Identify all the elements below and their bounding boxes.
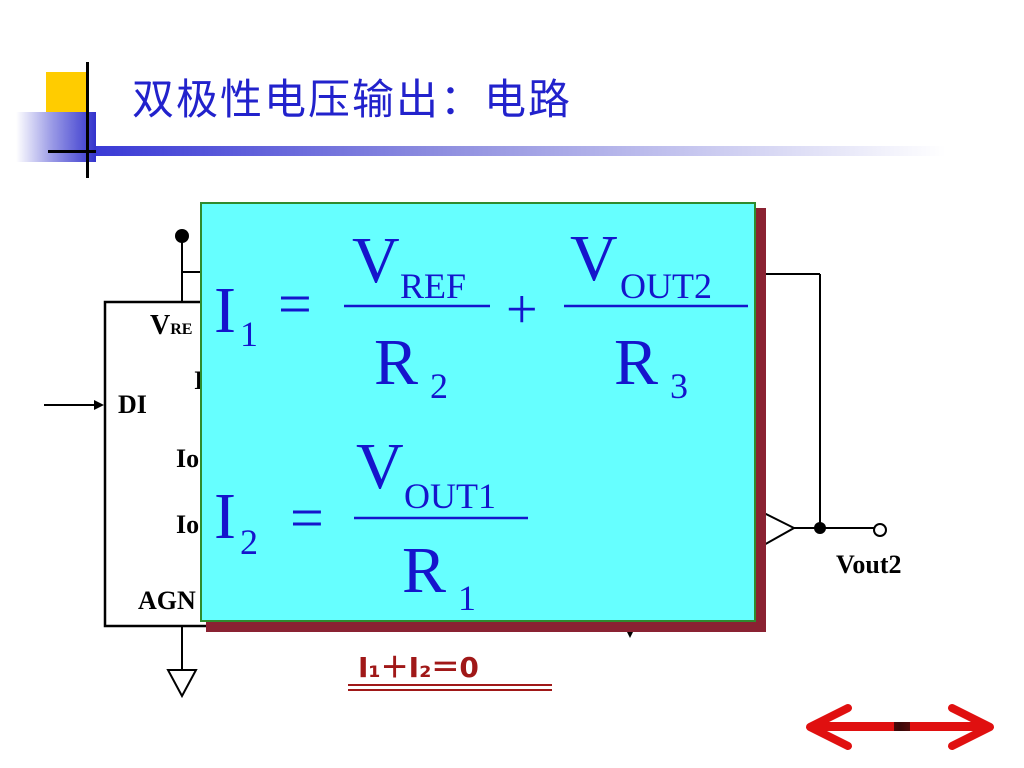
pin-agnd: AGN bbox=[138, 586, 196, 615]
pin-vref-main: V bbox=[150, 310, 171, 341]
slide-title: 双极性电压输出：电路 bbox=[132, 75, 573, 124]
pin-vref-sub: RE bbox=[170, 321, 193, 338]
eq1-plus: + bbox=[506, 279, 538, 341]
eq1-lhs-sub: 1 bbox=[240, 314, 258, 354]
nav-shaft bbox=[840, 722, 960, 731]
eq2-lhs-sub: 2 bbox=[240, 522, 258, 562]
eq1-term1-den-sub: 2 bbox=[430, 366, 448, 406]
eq2-den-main: R bbox=[402, 534, 446, 607]
output-node bbox=[814, 522, 826, 534]
sum-underline-1 bbox=[348, 684, 552, 686]
title-decoration-hline bbox=[48, 150, 108, 153]
current-sum-equation: I₁＋I₂＝0 bbox=[358, 651, 479, 684]
title-decoration-blue bbox=[16, 112, 96, 162]
pin-vref: VRE bbox=[150, 310, 192, 342]
eq1-term2-den-sub: 3 bbox=[670, 366, 688, 406]
di-arrow-icon bbox=[94, 400, 104, 410]
eq2-num-main: V bbox=[356, 430, 404, 503]
output-label: Vout2 bbox=[836, 550, 902, 579]
eq2-lhs-main: I bbox=[214, 480, 236, 553]
eq1-term1-num-sub: REF bbox=[400, 266, 466, 306]
output-terminal bbox=[873, 523, 887, 537]
eq1-term1-den-main: R bbox=[374, 326, 418, 399]
arrow-left-icon[interactable] bbox=[806, 704, 894, 750]
sum-underline-2 bbox=[348, 689, 552, 691]
down-arrow-icon bbox=[626, 630, 634, 638]
eq1-term2-num-sub: OUT2 bbox=[620, 266, 712, 306]
eq2-num-sub: OUT1 bbox=[404, 476, 496, 516]
eq1-term1-num-main: V bbox=[352, 224, 400, 297]
eq2-den-sub: 1 bbox=[458, 578, 476, 618]
pin-di: DI bbox=[118, 390, 147, 419]
pin-partial: I bbox=[194, 366, 204, 396]
eq2-equals: = bbox=[290, 485, 324, 551]
eq1-lhs-main: I bbox=[214, 274, 236, 347]
formula-box bbox=[200, 202, 756, 622]
pin-io2: Io bbox=[176, 510, 200, 539]
eq1-term2-num-main: V bbox=[570, 222, 618, 295]
title-decoration-yellow bbox=[46, 72, 86, 116]
navigation-bar bbox=[806, 704, 994, 750]
arrow-right-icon[interactable] bbox=[910, 704, 994, 750]
eq1-term2-den-main: R bbox=[614, 326, 658, 399]
pin-io1: Io bbox=[176, 444, 200, 473]
ground-icon bbox=[166, 669, 198, 699]
eq1-equals: = bbox=[278, 271, 312, 337]
title-underline bbox=[96, 146, 946, 156]
title-decoration-vline bbox=[86, 62, 89, 178]
